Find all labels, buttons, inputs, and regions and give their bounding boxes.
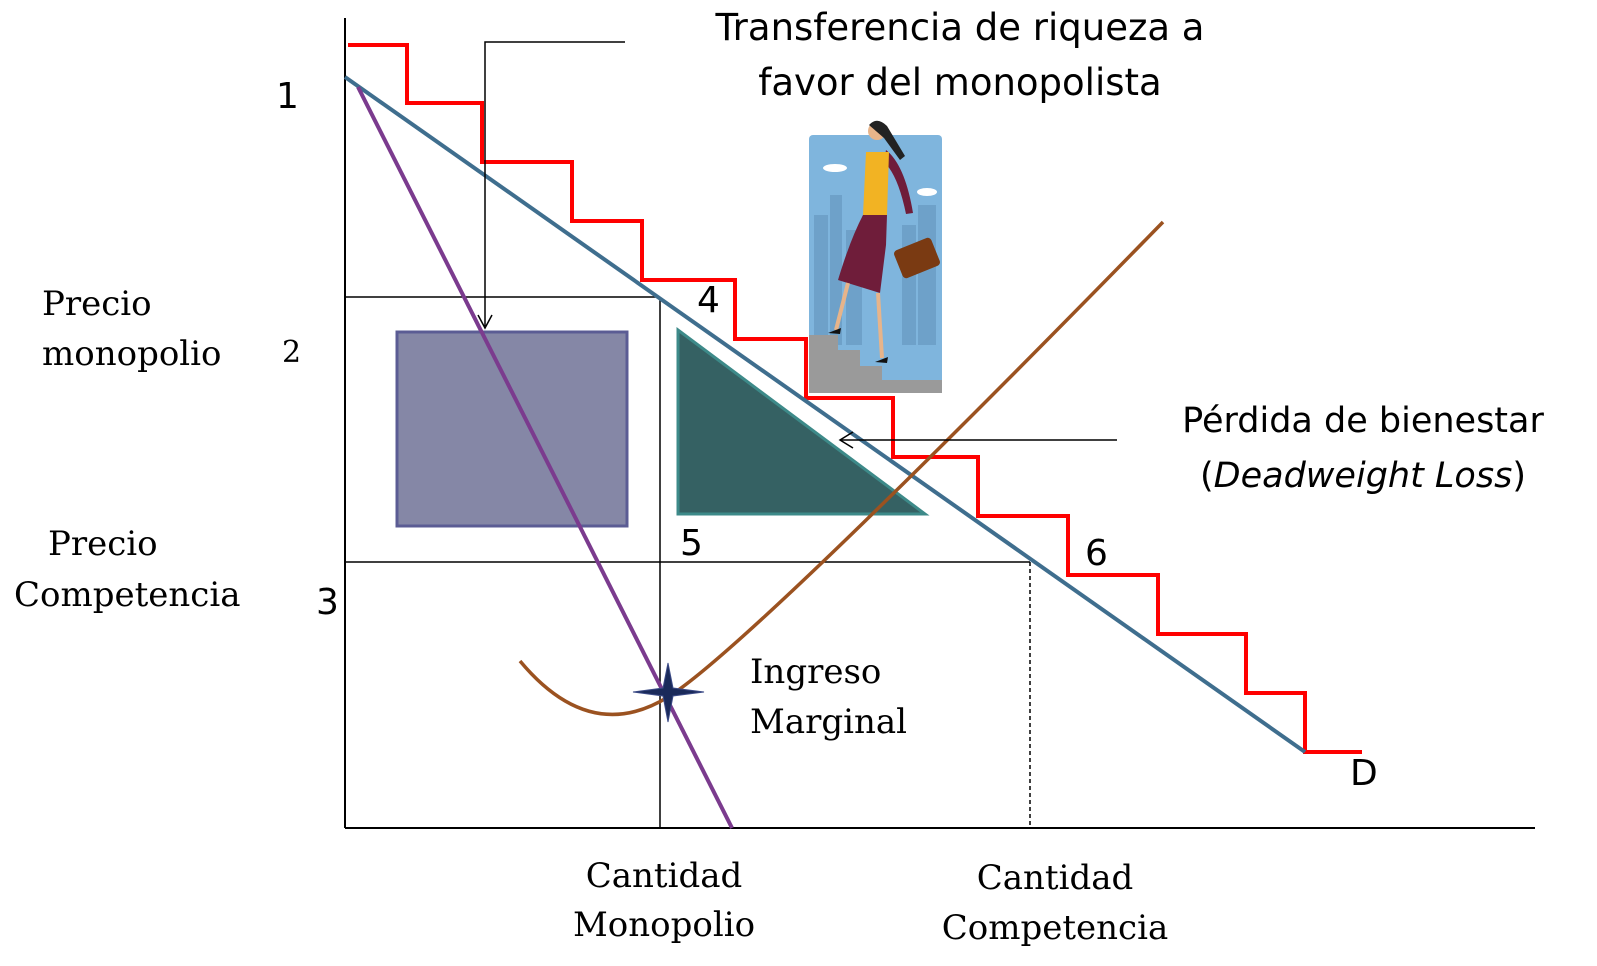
title-line-1: Transferencia de riqueza a (715, 6, 1205, 49)
marginal-revenue-label-line-1: Ingreso (750, 652, 881, 692)
monopoly-quantity-label-line-2: Monopolio (573, 905, 755, 945)
demand-line (343, 75, 1307, 754)
deadweight-loss-open-paren: ( (1200, 456, 1214, 496)
deadweight-pointer-arrowhead (838, 431, 854, 449)
price-staircase (348, 43, 1362, 754)
monopoly-quantity-label-line-1: Cantidad (586, 856, 743, 896)
point-label-5: 5 (680, 523, 703, 564)
point-label-6: 6 (1085, 533, 1108, 574)
monopoly-price-label-line-2: monopolio (42, 334, 222, 374)
competition-quantity-label-line-2: Competencia (942, 908, 1168, 948)
point-label-3: 3 (316, 582, 339, 623)
point-label-1: 1 (276, 76, 299, 117)
transfer-pointer-line (484, 41, 625, 326)
businesswoman-climbing-stairs-icon (809, 120, 942, 393)
competition-price-label-line-2: Competencia (14, 575, 240, 615)
wealth-transfer-rect (395, 330, 629, 528)
deadweight-loss-label-line-2: (Deadweight Loss) (1200, 456, 1526, 496)
deadweight-loss-triangle (676, 327, 930, 516)
title-line-2: favor del monopolista (758, 61, 1161, 104)
deadweight-loss-italic: Deadweight Loss (1214, 456, 1513, 496)
demand-label: D (1350, 753, 1378, 794)
point-label-4: 4 (697, 280, 720, 321)
star-icon (632, 662, 705, 723)
deadweight-loss-label-line-1: Pérdida de bienestar (1182, 401, 1544, 441)
point-label-2: 2 (282, 335, 301, 370)
deadweight-loss-close-paren: ) (1512, 456, 1526, 496)
monopoly-price-label-line-1: Precio (42, 284, 152, 324)
competition-quantity-label-line-1: Cantidad (977, 858, 1134, 898)
marginal-cost-curve (518, 220, 1165, 717)
competition-price-label-line-1: Precio (48, 524, 158, 564)
transfer-pointer-arrowhead (477, 314, 493, 330)
marginal-revenue-label-line-2: Marginal (750, 702, 907, 742)
